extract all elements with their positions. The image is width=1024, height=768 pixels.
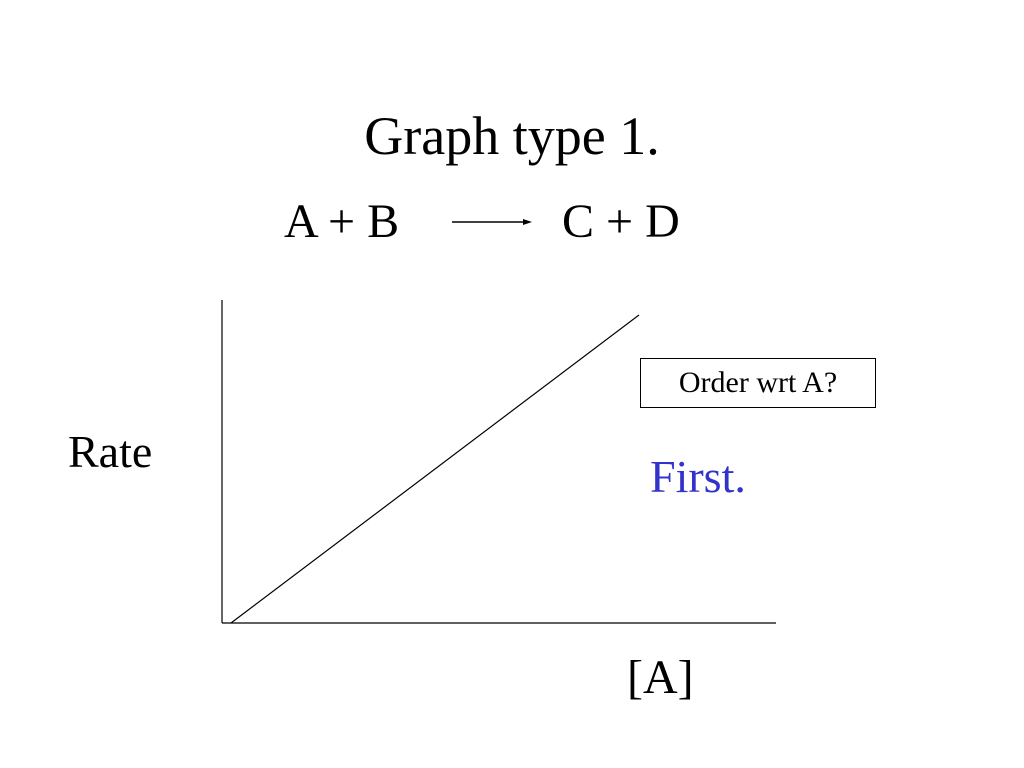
equation-products: C + D [562,195,680,248]
y-axis-label: Rate [68,426,153,477]
equation-reactants: A + B [284,195,400,248]
x-axis-label: [A] [627,651,694,704]
slide-title: Graph type 1. [364,106,660,166]
question-box: Order wrt A? [640,358,876,408]
answer-text: First. [650,451,746,502]
rate-line [230,314,640,624]
right-arrow-icon [452,219,532,225]
